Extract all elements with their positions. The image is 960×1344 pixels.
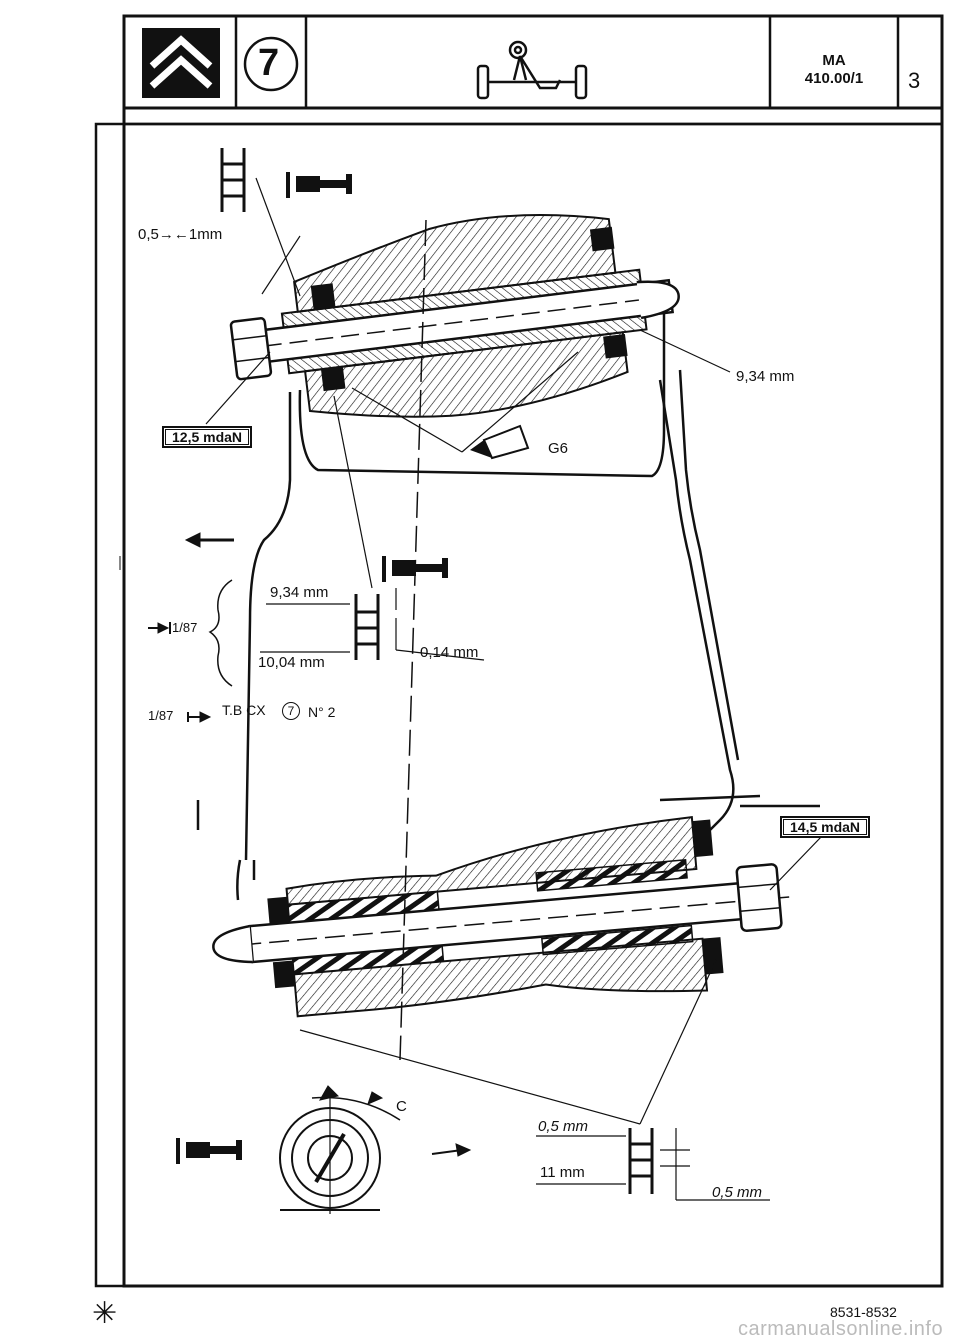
group-number: 7 [258, 42, 280, 84]
date-after-label: 1/87 [148, 708, 174, 723]
dimension-11-label: 11 mm [540, 1164, 585, 1181]
drawing-reference: 8531-8532 [830, 1304, 897, 1320]
bulletin-group-label: 7 [282, 702, 300, 720]
dimension-05a-label: 0,5 mm [538, 1118, 589, 1135]
bushing-end-view [279, 1085, 401, 1214]
manual-code: MA 410.00/1 [776, 52, 892, 88]
upper-joint-section [229, 214, 680, 418]
leader-lines [205, 177, 823, 1201]
date-brace [208, 579, 233, 687]
letter-c-label: C [396, 1098, 407, 1115]
footnote-star: ✳ [92, 1297, 118, 1330]
manual-code-line2: 410.00/1 [804, 70, 864, 87]
dimension-05b-label: 0,5 mm [712, 1184, 763, 1201]
dimension-right-label: 9,34 mm [736, 368, 795, 385]
dimension-1004-label: 10,04 mm [258, 654, 325, 671]
bulletin-ref-label: T.B CX [222, 702, 266, 718]
citroen-logo-icon [142, 28, 220, 98]
direction-arrows [148, 532, 472, 1157]
torque-top-label: 12,5 mdaN [162, 426, 253, 448]
lower-joint-section [212, 816, 790, 1018]
manual-code-line1: MA [822, 52, 846, 69]
torque-bottom-label: 14,5 mdaN [780, 816, 871, 838]
centre-axis [399, 219, 427, 1061]
shim-gauge-icon [220, 148, 654, 1194]
shim-clearance-label: 0,5→←1mm [138, 226, 223, 243]
suspension-arm-outline [196, 300, 820, 901]
page-frame [94, 14, 944, 1288]
bolt-tool-icon [176, 172, 448, 1164]
grease-label: G6 [548, 440, 569, 457]
axle-assembly-icon [476, 40, 588, 100]
group-circle [243, 36, 299, 92]
date-before-label: 1/87 [172, 620, 198, 635]
bulletin-number-label: N° 2 [308, 704, 336, 720]
watermark-text: carmanualsonline.info [738, 1318, 944, 1340]
dimension-014-label: 0,14 mm [420, 644, 479, 661]
grease-tube-icon [470, 424, 530, 460]
page-number: 3 [908, 68, 921, 93]
dimension-mid-label: 9,34 mm [270, 584, 329, 601]
